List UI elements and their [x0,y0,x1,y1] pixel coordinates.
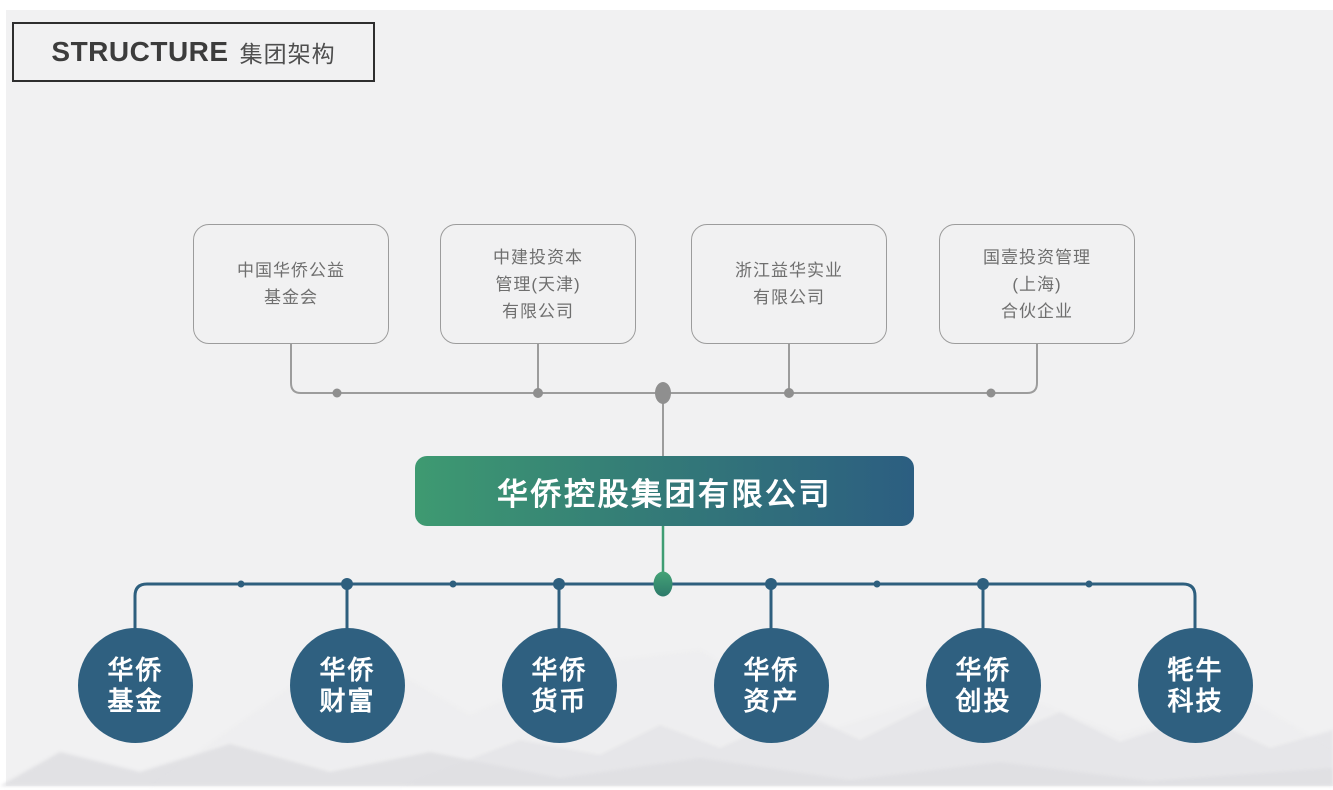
upper-dot [533,388,543,398]
subsidiary-4-line: 资产 [743,685,800,716]
upper-dot [784,388,794,398]
subsidiary-circle-6: 牦牛 科技 [1138,628,1253,743]
section-title-zh: 集团架构 [239,41,336,67]
lower-mid-dot [237,580,245,588]
lower-junction-dot [977,578,989,590]
upper-connector-dots [332,382,996,404]
subsidiary-3-line: 货币 [531,685,588,716]
core-company-name: 华侨控股集团有限公司 [497,476,832,512]
parent-box-2-line: 中建投资本 [493,247,583,267]
mountain-ridge-mid [400,705,1333,786]
parent-box-3: 浙江益华实业 有限公司 [691,224,887,344]
lower-junction-dot [765,578,777,590]
parent-box-2: 中建投资本 管理(天津) 有限公司 [440,224,636,344]
parent-box-3-line: 浙江益华实业 [735,261,843,280]
parent-box-1: 中国华侨公益 基金会 [193,224,389,344]
lower-mid-dot [873,580,881,588]
parent-box-3-line: 有限公司 [753,288,825,307]
mountain-ridge-near [0,744,1333,786]
parent-box-1-line: 中国华侨公益 [237,261,345,280]
subsidiary-circle-5: 华侨 创投 [926,628,1041,743]
subsidiary-circle-3: 华侨 货币 [502,628,617,743]
subsidiary-3-line: 华侨 [531,654,588,685]
subsidiary-circle-4: 华侨 资产 [714,628,829,743]
parent-box-4-line: 合伙企业 [1001,301,1073,321]
lower-junction-dot [553,578,565,590]
parent-box-4: 国壹投资管理 (上海) 合伙企业 [939,224,1135,344]
parent-box-4-line: 国壹投资管理 [983,247,1091,267]
upper-center-node-dot [655,382,671,404]
subsidiary-4-line: 华侨 [743,654,800,685]
subsidiary-6-line: 科技 [1167,685,1224,716]
parent-box-2-line: 管理(天津) [495,274,581,294]
subsidiary-6-line: 牦牛 [1167,654,1224,685]
upper-dot [986,388,996,398]
parent-box-2-line: 有限公司 [502,301,574,321]
lower-center-node-dot [653,571,673,597]
section-title-en: STRUCTURE [51,36,229,67]
section-title-box: STRUCTURE 集团架构 [12,22,375,82]
subsidiary-5-line: 创投 [955,685,1012,716]
lower-mid-dot [1085,580,1093,588]
parent-box-1-line: 基金会 [264,288,318,307]
lower-mid-dot [449,580,457,588]
core-company-box: 华侨控股集团有限公司 [415,456,914,526]
subsidiary-1-line: 基金 [107,685,164,716]
lower-connector-dots [237,571,1093,597]
subsidiary-2-line: 财富 [319,685,376,716]
lower-junction-dot [341,578,353,590]
subsidiary-2-line: 华侨 [319,654,376,685]
subsidiary-circle-1: 华侨 基金 [78,628,193,743]
subsidiary-circle-2: 华侨 财富 [290,628,405,743]
parent-box-4-line: (上海) [1012,274,1062,294]
subsidiary-5-line: 华侨 [955,654,1012,685]
subsidiary-1-line: 华侨 [107,654,164,685]
upper-dot [332,388,342,398]
